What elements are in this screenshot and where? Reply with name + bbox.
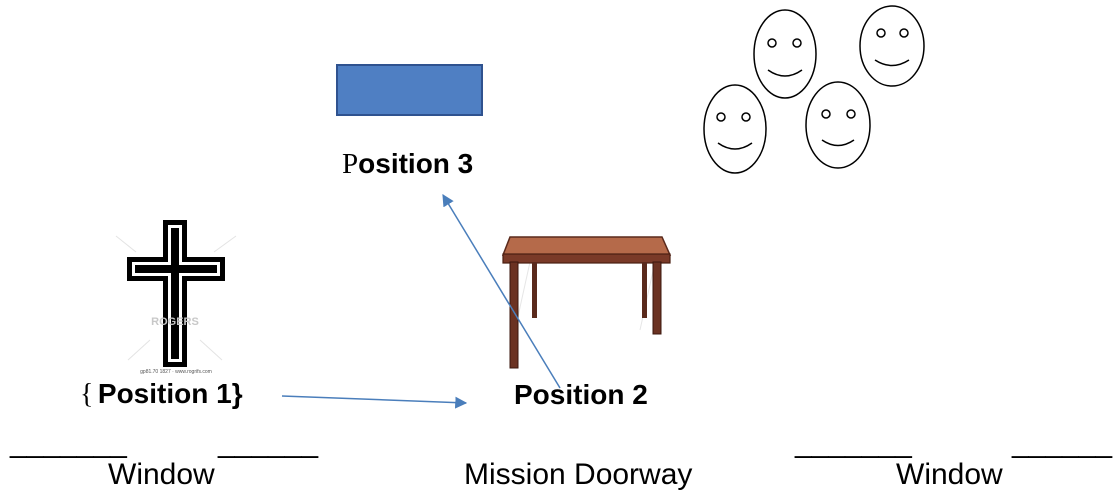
position-3-prefix: P	[342, 148, 359, 180]
position-3-rest: osition 3	[358, 148, 474, 179]
smiley-face-icon	[859, 5, 925, 87]
arrow-position2-to-position3	[442, 193, 561, 389]
table-icon	[501, 236, 672, 369]
mission-doorway-label: Mission Doorway	[464, 458, 693, 491]
window-right-line-a: _______	[795, 426, 912, 459]
blue-rectangle	[336, 64, 483, 116]
window-left-line-b: ______	[218, 426, 319, 459]
window-left-line-a: _______	[10, 426, 127, 459]
cross-watermark-caption: gp81.70 1827 · www.rogrifs.com	[140, 369, 212, 375]
position-2-label: Position 2	[514, 379, 648, 410]
position-1-text: Position 1}	[97, 378, 243, 409]
arrow-position1-to-position2	[281, 395, 468, 409]
window-left-label: Window	[108, 458, 215, 491]
window-right-label: Window	[896, 458, 1003, 491]
cross-watermark-logo: ROGERS	[151, 316, 199, 328]
position-1-label: { Position 1}	[80, 380, 243, 409]
smiley-face-icon	[753, 9, 817, 99]
smiley-face-icon	[805, 81, 871, 169]
position-1-brace: {	[80, 379, 94, 410]
window-right-line-b: ______	[1012, 426, 1113, 459]
position-3-label: Position 3	[342, 150, 473, 179]
smiley-face-icon	[703, 84, 767, 174]
cross-icon	[115, 220, 237, 367]
